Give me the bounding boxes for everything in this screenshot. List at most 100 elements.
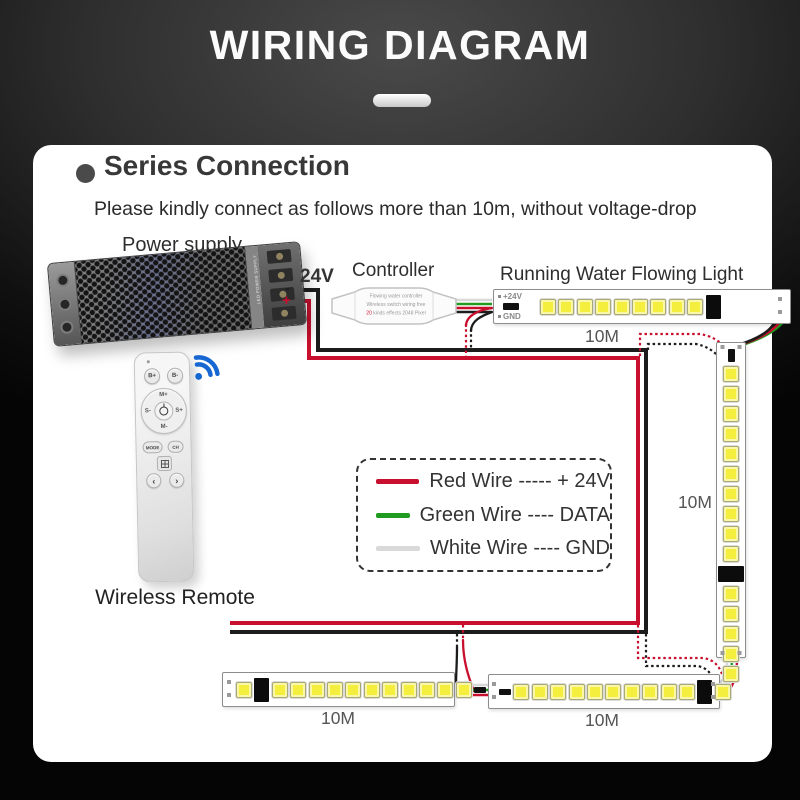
led-chip (723, 406, 739, 422)
pad-dot-icon (711, 695, 715, 699)
controller-print-line3-rest: kinds effects 2048 Pixel (371, 310, 426, 317)
gnd-terminal-text: GND (503, 311, 521, 321)
led-chip (345, 681, 362, 698)
mode-button: MODE (142, 441, 163, 454)
led-chip (271, 681, 288, 698)
gnd-terminal: GND (498, 311, 534, 321)
screw-icon (55, 273, 70, 288)
end-pads (720, 651, 742, 655)
led-chip (558, 298, 575, 315)
led-cells-top (540, 294, 721, 319)
pad-dot-icon (498, 315, 501, 318)
power-button (154, 401, 174, 421)
led-chip (642, 683, 659, 700)
mode-up-button: M+ (159, 391, 168, 399)
screw-icon (57, 296, 72, 311)
ic-chip (697, 679, 713, 704)
end-pads (227, 680, 231, 697)
power-icon (159, 406, 169, 416)
led-chip (723, 466, 739, 482)
voltage-label: 24V (300, 266, 334, 287)
pad-dot-icon (737, 651, 742, 655)
controller-label: Controller (352, 260, 435, 281)
terminal-screw-icon (276, 271, 285, 280)
led-chip (723, 606, 739, 622)
section-subtitle: Please kindly connect as follows more th… (94, 198, 697, 220)
led-strip-bottom-right (488, 674, 731, 709)
led-chip (631, 298, 648, 315)
screw-icon (59, 320, 74, 335)
grid-icon (160, 459, 169, 468)
speed-down-button: S- (144, 408, 151, 415)
pad-dot-icon (498, 295, 501, 298)
led-chip (723, 446, 739, 462)
pad-dot-icon (227, 693, 231, 697)
legend-row-red: Red Wire ----- + 24V (376, 470, 610, 493)
brightness-up-button: B+ (143, 368, 161, 385)
led-chip (400, 681, 417, 698)
solder-pad (474, 686, 487, 693)
legend-green-text: Green Wire ---- DATA (419, 503, 610, 526)
effects-grid-button (156, 455, 173, 472)
pad-dot-icon (737, 345, 742, 349)
led-chip (308, 681, 325, 698)
direction-pad: M+ M- S- S+ (140, 387, 188, 435)
page-title: WIRING DIAGRAM (209, 22, 591, 68)
channel-button: CH (167, 440, 184, 453)
psu-output-terminals (257, 242, 307, 328)
pad-dot-icon (227, 680, 231, 684)
strip-terminal-labels: +24V GND (498, 292, 534, 321)
led-cells-bottom-left (236, 677, 487, 702)
solder-pad (727, 349, 735, 362)
pad-dot-icon (711, 682, 715, 686)
led-chip (531, 683, 548, 700)
led-chip (723, 626, 739, 642)
indicator-led-icon (146, 360, 150, 364)
led-cells-bottom-right (499, 679, 731, 704)
legend-row-white: White Wire ---- GND (376, 537, 610, 560)
led-chip (437, 681, 454, 698)
terminal-block (266, 248, 292, 264)
legend-red-text: Red Wire ----- + 24V (429, 470, 610, 493)
led-chip (576, 298, 593, 315)
ic-chip (254, 677, 270, 702)
controller-device (331, 287, 457, 325)
led-chip (723, 526, 739, 542)
end-pads (492, 682, 496, 699)
ic-chip (718, 566, 744, 582)
strip-bottom-right-length: 10M (584, 710, 620, 730)
led-chip (723, 666, 739, 682)
led-chip (326, 681, 343, 698)
led-chip (723, 546, 739, 562)
led-strip-bottom-left (222, 672, 487, 707)
led-chip (595, 298, 612, 315)
pad-dot-icon (778, 310, 782, 314)
green-wire-swatch (376, 512, 410, 518)
legend-white-text: White Wire ---- GND (430, 536, 610, 559)
controller-print: Flowing water controller Wireless switch… (356, 292, 436, 318)
led-chip (290, 681, 307, 698)
led-chip (687, 298, 704, 315)
led-chip (623, 683, 640, 700)
led-chip (613, 298, 630, 315)
led-cells-right (718, 349, 744, 682)
led-chip (418, 681, 435, 698)
terminal-screw-icon (280, 309, 288, 318)
bullet-icon (76, 164, 95, 183)
led-chip (236, 681, 252, 698)
led-chip (723, 366, 739, 382)
end-pads (711, 682, 715, 699)
led-chip (723, 386, 739, 402)
led-chip (363, 681, 380, 698)
section-heading: Series Connection (104, 150, 350, 181)
led-chip (586, 683, 603, 700)
led-chip (650, 298, 667, 315)
solder-pad (499, 688, 511, 695)
legend-row-green: Green Wire ---- DATA (376, 504, 610, 527)
wifi-icon (193, 355, 220, 380)
end-pads (720, 345, 742, 349)
controller-print-line2: Wireless switch wiring free (366, 302, 426, 308)
led-chip (678, 683, 695, 700)
led-chip (723, 426, 739, 442)
wireless-remote-label: Wireless Remote (95, 586, 255, 609)
